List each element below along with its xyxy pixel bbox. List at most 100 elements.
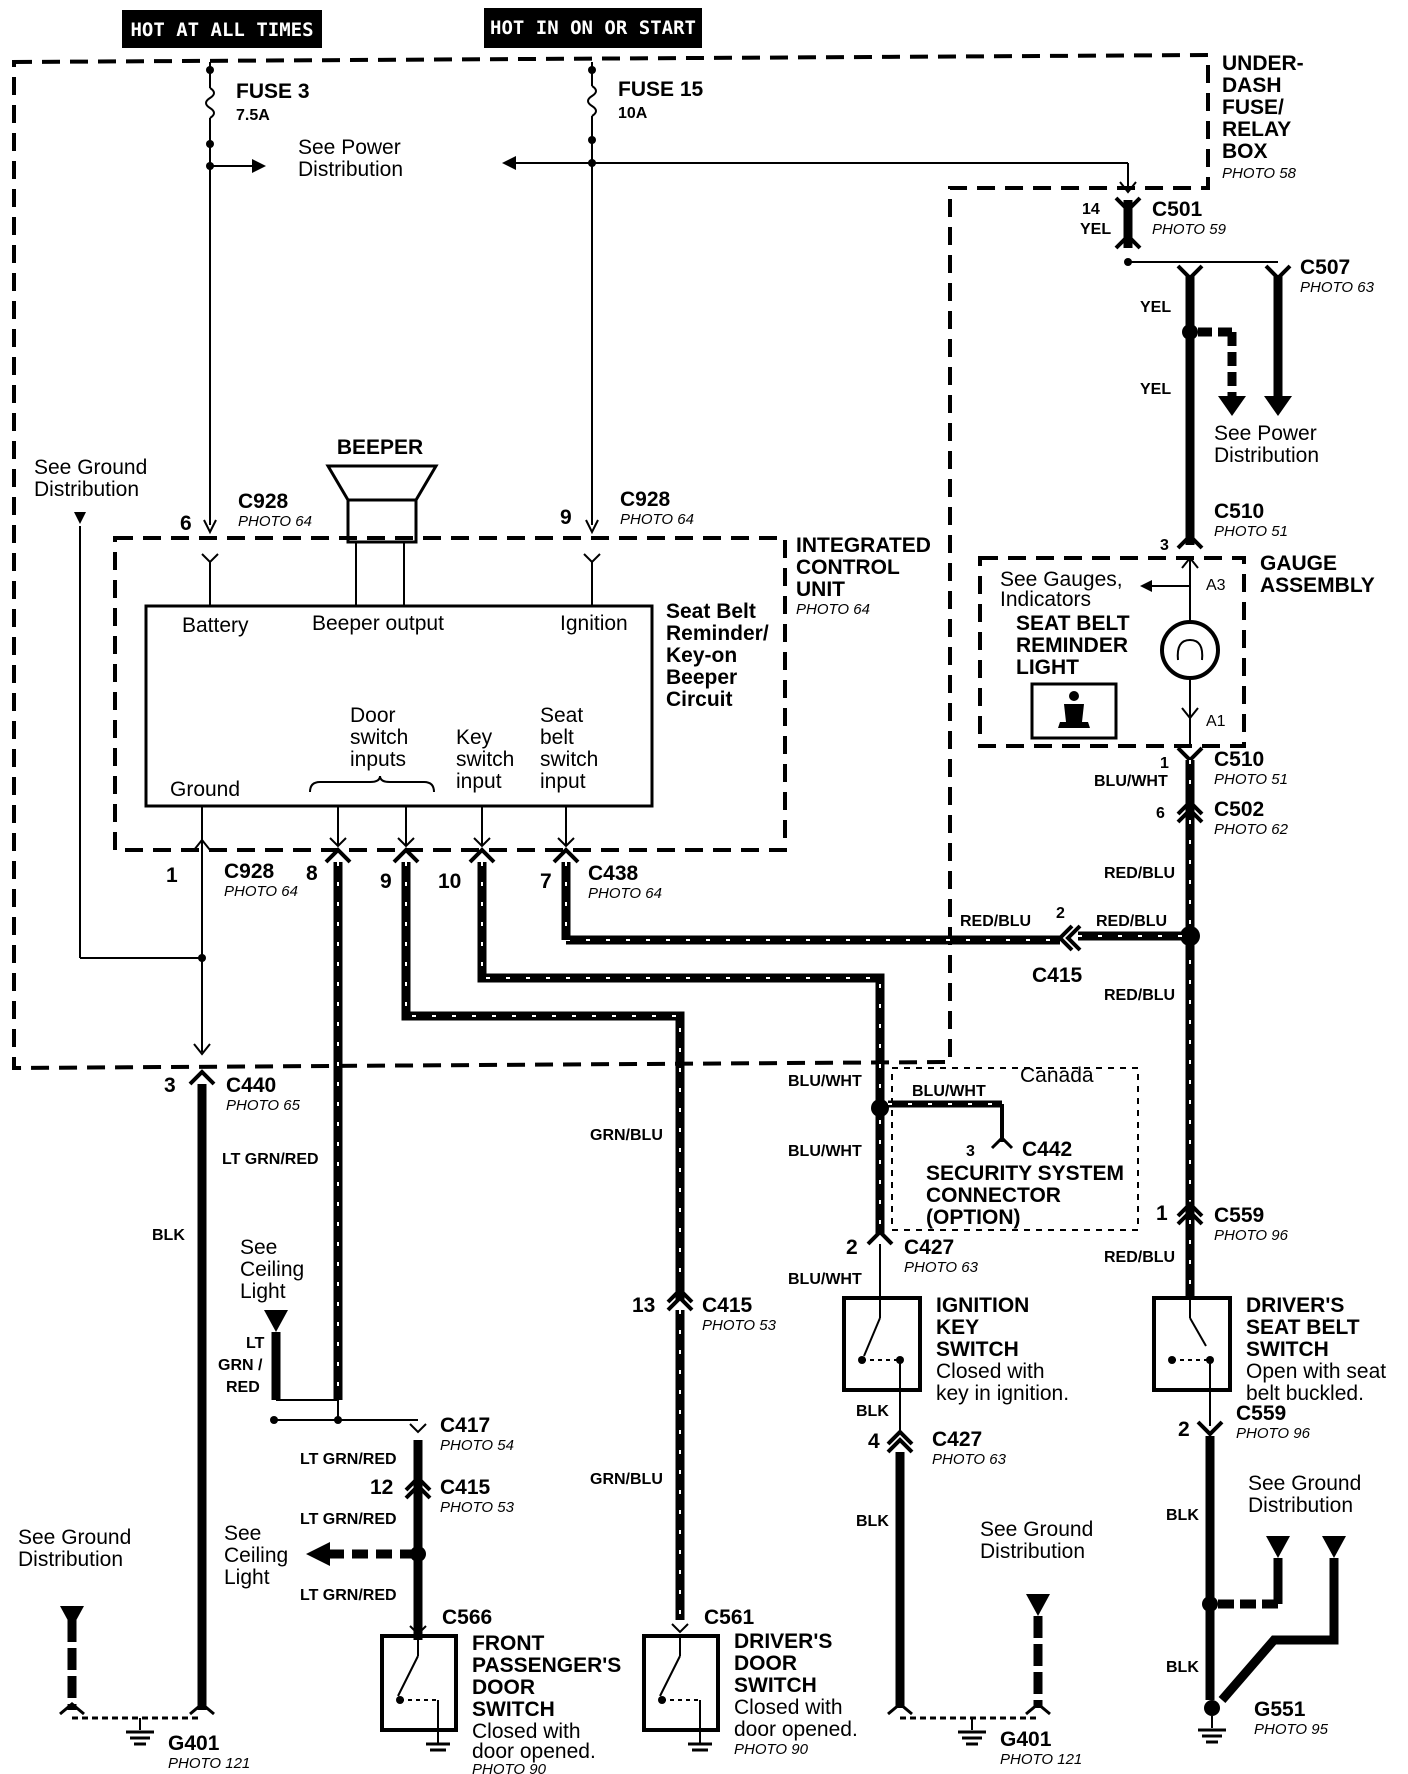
integrated-control-unit-boundary [113,536,787,852]
g401-a-label: G401 [168,1732,220,1755]
icu-name2: CONTROL [796,556,900,579]
icu-door1: Door [350,704,396,727]
ignition-key-switch-label: IGNITION KEY SWITCH Closed with key in i… [936,1294,1069,1405]
icu-ground: Ground [170,778,240,801]
seatbelt-d1: Open with seat [1246,1360,1386,1383]
c928-c-label: C928 [224,860,275,883]
c510-b-photo: PHOTO 51 [1214,771,1288,788]
fuse15-rating: 10A [618,105,648,122]
see-ground-4a: See Ground [1248,1472,1361,1495]
ignition-l2: KEY [936,1316,979,1339]
wire-blu-wht-5: BLU/WHT [788,1271,862,1288]
see-ground-3b: Distribution [980,1540,1085,1563]
wire-red-blu-2: RED/BLU [1104,987,1175,1004]
c559-b-photo: PHOTO 96 [1236,1425,1311,1442]
fuse-box-line5: BOX [1222,140,1268,163]
c415-c-photo: PHOTO 53 [440,1499,515,1516]
c559-a-pin: 1 [1156,1202,1168,1225]
wire-blu-wht-4: BLU/WHT [788,1143,862,1160]
c427-b-label: C427 [932,1428,982,1451]
seat-belt-icon [1030,682,1118,740]
seatbelt-l2: SEAT BELT [1246,1316,1360,1339]
front-door-l2: PASSENGER'S [472,1654,621,1677]
wire-yel-1: YEL [1080,221,1111,238]
icu-circuit4: Beeper [666,666,737,689]
icu-door3: inputs [350,748,406,771]
c928-a-photo: PHOTO 64 [238,513,312,530]
c510-a-label: C510 [1214,500,1264,523]
c502-photo: PHOTO 62 [1214,821,1289,838]
seatbelt-l1: DRIVER'S [1246,1294,1344,1317]
wire-grn-blu-2: GRN/BLU [590,1471,663,1488]
c427-a-photo: PHOTO 63 [904,1259,979,1276]
c415-c-label: C415 [440,1476,491,1499]
c510-b-pin: 1 [1160,755,1169,772]
g401-a-photo: PHOTO 121 [168,1755,250,1772]
bulb-icon [1160,620,1220,680]
front-door-d2: door opened. [472,1740,596,1763]
c510-b-label: C510 [1214,748,1264,771]
driver-door-switch-label: DRIVER'S DOOR SWITCH Closed with door op… [734,1630,858,1758]
wire-blu-wht-1: BLU/WHT [1094,773,1168,790]
wire-blk-4: BLK [1166,1507,1199,1524]
c501-photo: PHOTO 59 [1152,221,1227,238]
beeper-icon [325,464,439,502]
front-door-l3: DOOR [472,1676,535,1699]
wire-lt-grn-red-1: LT GRN/RED [222,1151,319,1168]
c928-b-label: C928 [620,488,671,511]
wire-blu-wht-3: BLU/WHT [912,1083,986,1100]
driver-door-l1: DRIVER'S [734,1630,832,1653]
fuse-box-line1: UNDER- [1222,52,1304,75]
c417-label: C417 [440,1414,490,1437]
driver-door-photo: PHOTO 90 [734,1741,809,1758]
seatbelt-l3: SWITCH [1246,1338,1329,1361]
icu-door2: switch [350,726,408,749]
c928-a-pin: 6 [180,512,192,535]
c427-b-pin: 4 [868,1430,880,1453]
drivers-seat-belt-switch-label: DRIVER'S SEAT BELT SWITCH Open with seat… [1246,1294,1386,1405]
see-ground-2a: See Ground [18,1526,131,1549]
c427-a-pin: 2 [846,1236,858,1259]
c438-photo: PHOTO 64 [588,885,662,902]
see-power-2b: Distribution [1214,444,1319,467]
wire-blu-wht-2: BLU/WHT [788,1073,862,1090]
c415-c-pin: 12 [370,1476,393,1499]
front-door-l4: SWITCH [472,1698,555,1721]
c510-a-pin: 3 [1160,537,1169,554]
c440-label: C440 [226,1074,276,1097]
see-ground-2b: Distribution [18,1548,123,1571]
driver-door-d2: door opened. [734,1718,858,1741]
gauge-name1: GAUGE [1260,552,1337,575]
c502-label: C502 [1214,798,1264,821]
wire-lt-grn-red-3: LT GRN/RED [300,1511,397,1528]
security-connector-boundary [891,1067,1139,1231]
ground-g551-icon [1198,1716,1226,1744]
see-ground-1b: Distribution [34,478,139,501]
front-door-photo: PHOTO 90 [472,1761,547,1774]
c417-photo: PHOTO 54 [440,1437,514,1454]
c928-c-pin: 1 [166,864,178,887]
c438-label: C438 [588,862,639,885]
ignition-key-switch-icon [842,1296,922,1392]
c507-photo: PHOTO 63 [1300,279,1375,296]
under-dash-fuse-box-boundary [12,52,1210,1071]
security-line3: (OPTION) [926,1206,1021,1229]
driver-door-l3: SWITCH [734,1674,817,1697]
c559-a-label: C559 [1214,1204,1264,1227]
c438-pin-10: 10 [438,870,461,893]
gauge-light1: SEAT BELT [1016,612,1130,635]
wire-yel-2: YEL [1140,299,1171,316]
fuse-box-line4: RELAY [1222,118,1291,141]
arrow-left-icon [502,156,516,170]
icu-key2: switch [456,748,514,771]
fuse-box-line2: DASH [1222,74,1282,97]
icu-circuit-box [144,604,654,808]
icu-seat4: input [540,770,586,793]
icu-circuit3: Key-on [666,644,737,667]
see-ceiling-1a: See [240,1236,277,1259]
see-ceiling-1b: Ceiling [240,1258,304,1281]
wire-blk-2: BLK [856,1403,889,1420]
see-power-1b: Distribution [298,158,403,181]
c415-a-label: C415 [1032,964,1083,987]
